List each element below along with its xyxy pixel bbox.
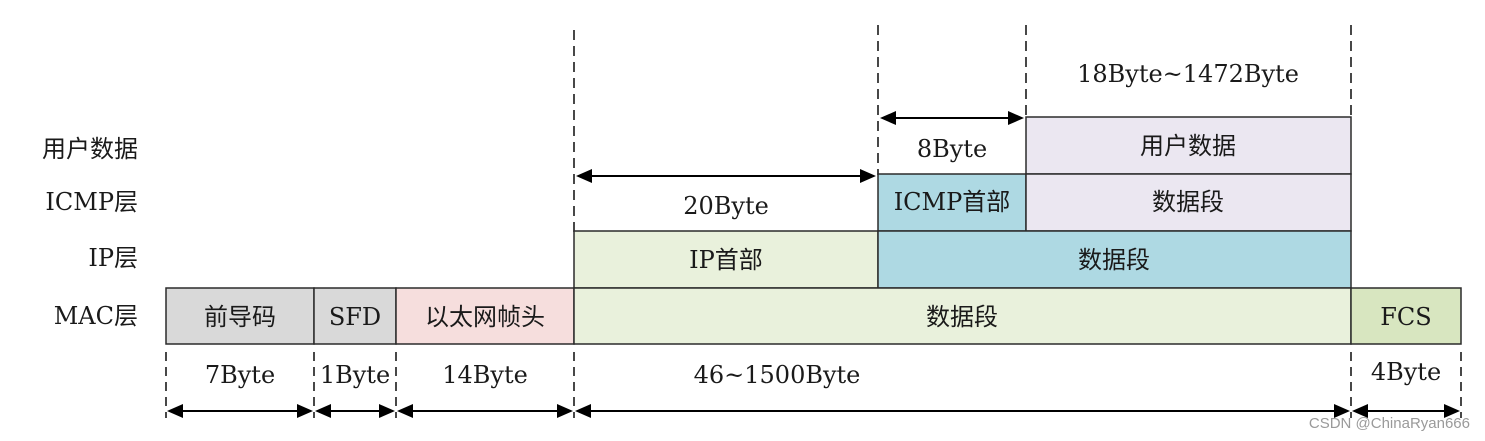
arrow-icmp-header bbox=[880, 111, 1024, 125]
size-label-icmp-header: 8Byte bbox=[917, 135, 987, 163]
size-label-eth-header: 14Byte bbox=[442, 361, 528, 389]
watermark: CSDN @ChinaRyan666 bbox=[1309, 415, 1470, 432]
mac-eth-header-label: 以太网帧头 bbox=[425, 303, 545, 331]
row-label-user-data: 用户数据 bbox=[42, 135, 138, 163]
size-label-mac-data: 46~1500Byte bbox=[694, 361, 861, 389]
arrow-sfd bbox=[315, 404, 395, 418]
row-label-mac-layer: MAC层 bbox=[54, 302, 138, 330]
arrow-eth-header bbox=[397, 404, 573, 418]
size-label-preamble: 7Byte bbox=[205, 361, 275, 389]
icmp-header-box bbox=[877, 173, 1027, 232]
mac-fcs-label: FCS bbox=[1380, 303, 1431, 331]
user-data-label: 用户数据 bbox=[1140, 132, 1236, 160]
icmp-data-label: 数据段 bbox=[1152, 188, 1224, 216]
row-label-ip-layer: IP层 bbox=[88, 244, 138, 272]
icmp-data-box bbox=[1025, 173, 1352, 232]
ip-data-label: 数据段 bbox=[1078, 246, 1150, 274]
size-label-sfd: 1Byte bbox=[320, 361, 390, 389]
mac-preamble-box bbox=[165, 287, 315, 345]
mac-fcs-box bbox=[1350, 287, 1462, 345]
arrow-preamble bbox=[167, 404, 313, 418]
row-label-icmp-layer: ICMP层 bbox=[45, 188, 138, 216]
size-label-ip-header: 20Byte bbox=[683, 192, 769, 220]
ip-header-box bbox=[573, 230, 879, 289]
size-label-user-data: 18Byte~1472Byte bbox=[1077, 60, 1299, 88]
mac-sfd-label: SFD bbox=[329, 303, 381, 331]
arrow-mac-data bbox=[575, 404, 1350, 418]
arrow-ip-header bbox=[576, 169, 876, 183]
icmp-header-label: ICMP首部 bbox=[894, 188, 1011, 216]
mac-eth-header-box bbox=[395, 287, 575, 345]
size-label-fcs: 4Byte bbox=[1371, 358, 1441, 386]
mac-data-label: 数据段 bbox=[926, 303, 998, 331]
mac-sfd-box bbox=[313, 287, 397, 345]
mac-preamble-label: 前导码 bbox=[204, 303, 276, 331]
arrow-fcs bbox=[1352, 404, 1460, 418]
ip-header-label: IP首部 bbox=[689, 246, 763, 274]
mac-data-box bbox=[573, 287, 1352, 345]
